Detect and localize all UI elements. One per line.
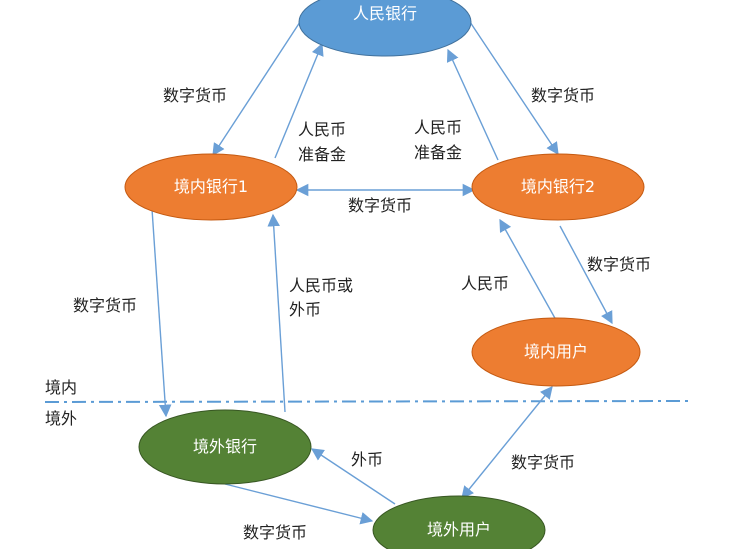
label-domestic-user-foreign-user: 数字货币: [511, 453, 575, 472]
arrow-bank1-to-foreign-bank: [151, 208, 172, 418]
label-foreign-bank-to-foreign-user: 数字货币: [243, 523, 307, 542]
arrow-cb-to-bank2: [469, 21, 559, 156]
node-foreign-bank: 境外银行: [138, 409, 312, 485]
zone-domestic-label: 境内: [45, 378, 77, 397]
label-bank2-to-cb-2: 准备金: [414, 143, 462, 162]
label-bank2-to-user: 数字货币: [587, 255, 651, 274]
arrow-foreign-user-to-foreign-bank: [310, 448, 396, 505]
label-foreign-bank-to-bank1-2: 外币: [289, 300, 321, 319]
node-domestic-bank-1: 境内银行1: [124, 153, 298, 221]
border-line: [44, 400, 691, 403]
arrow-bank2-to-cb: [446, 48, 499, 161]
arrow-cb-to-bank1: [212, 21, 301, 157]
node-domestic-user: 境内用户: [471, 317, 641, 387]
arrow-user-to-bank2: [499, 218, 557, 321]
label-user-to-bank2: 人民币: [461, 274, 509, 293]
central-bank-label: 人民银行: [353, 4, 417, 23]
label-bank1-to-foreign-bank: 数字货币: [73, 296, 137, 315]
label-foreign-user-to-foreign-bank: 外币: [351, 450, 383, 469]
arrow-domestic-user-foreign-user: [461, 386, 553, 499]
label-foreign-bank-to-bank1-1: 人民币或: [289, 276, 353, 295]
label-bank1-to-cb-2: 准备金: [298, 145, 346, 164]
domestic-user-label: 境内用户: [524, 342, 588, 361]
label-bank2-to-cb-1: 人民币: [414, 118, 462, 137]
domestic-bank-2-label: 境内银行2: [521, 177, 595, 196]
zone-foreign-label: 境外: [45, 409, 77, 428]
label-bank1-to-cb-1: 人民币: [298, 120, 346, 139]
foreign-bank-label: 境外银行: [193, 437, 257, 456]
label-cb-to-bank2: 数字货币: [531, 86, 595, 105]
arrow-bank1-to-cb: [274, 42, 324, 159]
node-foreign-user: 境外用户: [372, 495, 546, 549]
node-domestic-bank-2: 境内银行2: [471, 153, 645, 221]
arrow-bank2-to-user: [559, 225, 613, 325]
label-cb-to-bank1: 数字货币: [163, 86, 227, 105]
arrow-foreign-bank-to-bank1: [267, 213, 286, 413]
foreign-user-label: 境外用户: [427, 520, 491, 539]
arrow-foreign-bank-to-foreign-user: [224, 483, 374, 525]
node-central-bank: 人民银行: [298, 0, 472, 57]
label-bank1-bank2: 数字货币: [348, 196, 412, 215]
domestic-bank-1-label: 境内银行1: [174, 177, 248, 196]
